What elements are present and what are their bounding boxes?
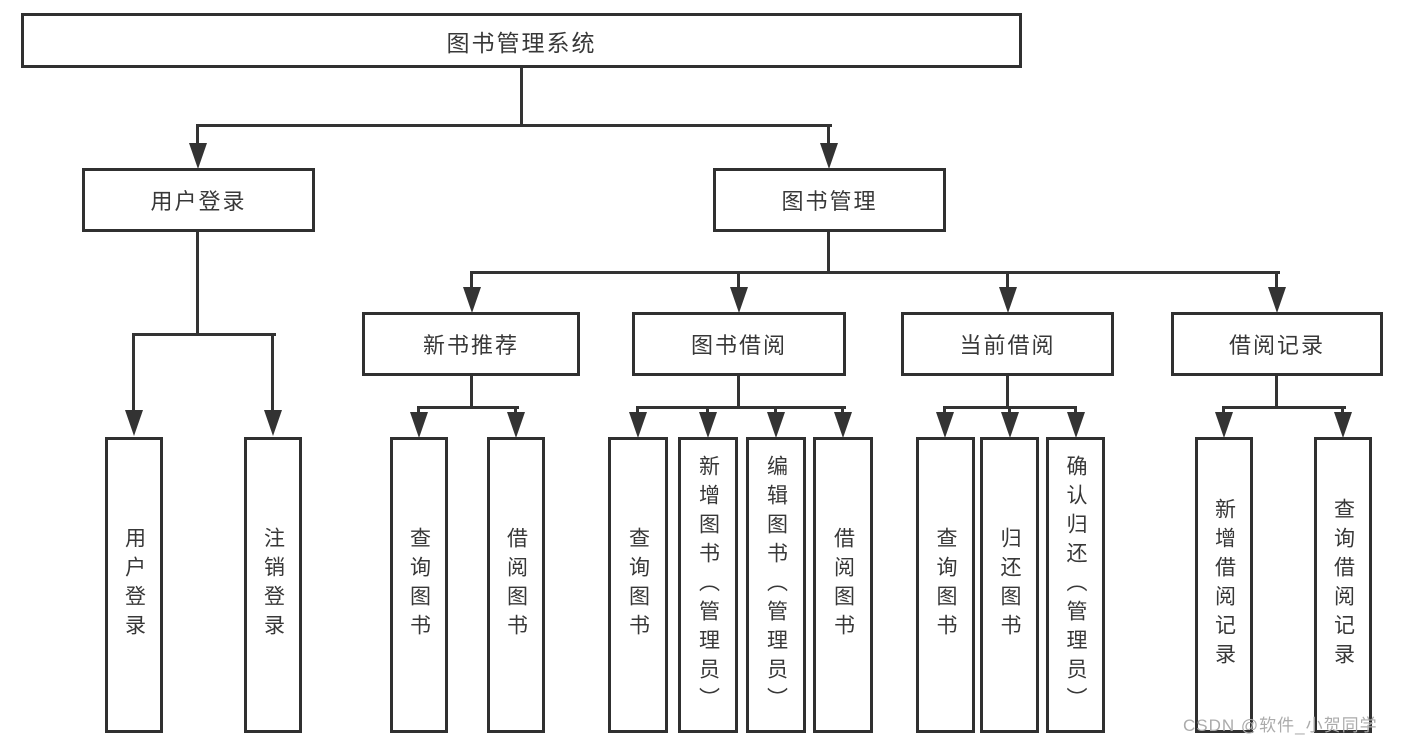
node-current-borrow: 当前借阅 [901,312,1114,376]
connector-level3-split [470,271,1280,274]
node-book-borrow-label: 图书借阅 [690,333,787,358]
connector-records-drop [1275,376,1278,409]
node-leaf-records-add: 新增借阅记录 [1195,437,1253,733]
node-leaf-borrow-borrow-label: 借阅图书 [831,527,855,643]
arrowhead-new-book-rec [463,287,481,313]
node-user-login: 用户登录 [82,168,315,232]
connector-to-bb-borrow [841,406,844,414]
connector-to-leaf-login [132,333,135,411]
node-leaf-user-login-label: 用户登录 [122,527,146,643]
node-leaf-records-query-label: 查询借阅记录 [1331,498,1355,672]
node-leaf-borrow-edit-admin: 编辑图书（管理员） [746,437,806,733]
node-leaf-current-confirm-admin: 确认归还（管理员） [1046,437,1105,733]
connector-to-borrow-records [1275,271,1278,288]
node-leaf-borrow-query: 查询图书 [608,437,668,733]
node-leaf-borrow-borrow: 借阅图书 [813,437,873,733]
connector-current-drop [1006,376,1009,409]
arrowhead-bb-query [629,412,647,438]
connector-records-split [1222,406,1346,409]
node-leaf-borrow-edit-admin-label: 编辑图书（管理员） [764,454,788,716]
node-leaf-current-return-label: 归还图书 [998,527,1021,643]
arrowhead-leaf-logout [264,410,282,436]
node-leaf-newbook-query: 查询图书 [390,437,448,733]
arrowhead-borrow-records [1268,287,1286,313]
node-leaf-user-logout: 注销登录 [244,437,302,733]
node-leaf-current-confirm-admin-label: 确认归还（管理员） [1064,454,1087,716]
node-new-book-rec-label: 新书推荐 [422,333,519,358]
node-leaf-borrow-query-label: 查询图书 [626,527,650,643]
node-current-borrow-label: 当前借阅 [959,333,1056,358]
arrowhead-rec-query [1334,412,1352,438]
arrowhead-book-mgmt [820,143,838,169]
node-leaf-current-query-label: 查询图书 [934,527,957,643]
node-root-system: 图书管理系统 [21,13,1022,68]
node-leaf-records-add-label: 新增借阅记录 [1212,498,1236,672]
connector-level2-split [196,124,832,127]
connector-to-nb-borrow [514,406,517,414]
connector-user-login-drop [196,232,199,336]
node-leaf-user-logout-label: 注销登录 [261,527,285,643]
connector-borrow-split [636,406,846,409]
arrowhead-cb-return [1001,412,1019,438]
node-leaf-records-query: 查询借阅记录 [1314,437,1372,733]
node-book-mgmt-label: 图书管理 [781,189,878,214]
arrowhead-nb-query [410,412,428,438]
arrowhead-cb-confirm [1067,412,1085,438]
connector-to-current-borrow [1006,271,1009,288]
connector-user-split [132,333,276,336]
node-leaf-current-return: 归还图书 [980,437,1039,733]
arrowhead-user-login [189,143,207,169]
arrowhead-current-borrow [999,287,1017,313]
node-leaf-newbook-borrow-label: 借阅图书 [504,527,528,643]
connector-to-book-borrow [737,271,740,288]
arrowhead-bb-borrow [834,412,852,438]
node-leaf-newbook-query-label: 查询图书 [407,527,431,643]
arrowhead-bb-add [699,412,717,438]
node-borrow-records-label: 借阅记录 [1228,333,1325,358]
connector-to-new-book-rec [470,271,473,288]
connector-to-cb-query [943,406,946,414]
node-root-system-label: 图书管理系统 [446,29,597,56]
arrowhead-cb-query [936,412,954,438]
arrowhead-book-borrow [730,287,748,313]
node-book-mgmt: 图书管理 [713,168,946,232]
arrowhead-rec-add [1215,412,1233,438]
watermark: CSDN @软件_小贺同学 [1183,716,1378,735]
connector-new-book-split [417,406,519,409]
connector-to-bb-query [636,406,639,414]
connector-to-bb-edit [774,406,777,414]
arrowhead-leaf-login [125,410,143,436]
connector-to-rec-add [1222,406,1225,414]
node-user-login-label: 用户登录 [150,189,247,214]
connector-book-mgmt-drop [827,232,830,274]
connector-to-nb-query [417,406,420,414]
connector-to-cb-confirm [1074,406,1077,414]
connector-new-book-drop [470,376,473,409]
node-leaf-borrow-add-admin: 新增图书（管理员） [678,437,738,733]
node-leaf-newbook-borrow: 借阅图书 [487,437,545,733]
node-leaf-current-query: 查询图书 [916,437,975,733]
node-borrow-records: 借阅记录 [1171,312,1383,376]
connector-root-drop [520,67,523,125]
connector-borrow-drop [737,376,740,409]
connector-to-rec-query [1341,406,1344,414]
connector-to-bb-add [706,406,709,414]
connector-to-book-mgmt [827,124,830,144]
node-new-book-rec: 新书推荐 [362,312,580,376]
connector-to-leaf-logout [271,333,274,411]
connector-to-cb-return [1008,406,1011,414]
node-leaf-borrow-add-admin-label: 新增图书（管理员） [696,454,720,716]
arrowhead-bb-edit [767,412,785,438]
node-book-borrow: 图书借阅 [632,312,846,376]
connector-to-user-login [196,124,199,144]
arrowhead-nb-borrow [507,412,525,438]
node-leaf-user-login: 用户登录 [105,437,163,733]
